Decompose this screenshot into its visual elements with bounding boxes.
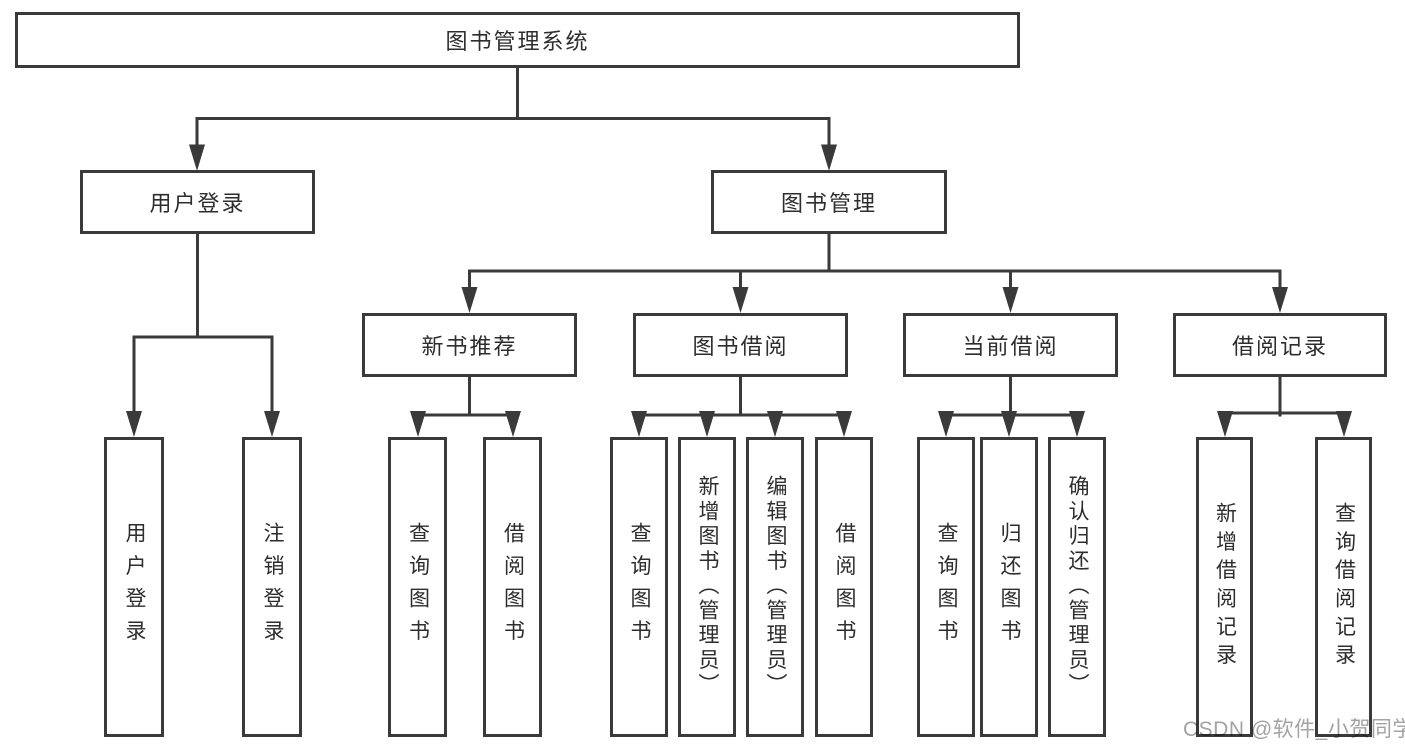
arrowheads (126, 144, 1352, 437)
leaf-query-books-borrow: 查询图书 (610, 437, 668, 737)
leaf-user-login: 用户登录 (104, 437, 164, 737)
node-borrow-records: 借阅记录 (1173, 313, 1387, 377)
leaf-return-book: 归还图书 (980, 437, 1038, 737)
connector-borrow-bus (637, 377, 846, 417)
watermark: CSDN @软件_小贺同学 (1183, 718, 1405, 741)
connector-records-bus (1223, 377, 1346, 417)
leaf-add-borrow-record: 新增借阅记录 (1196, 437, 1253, 737)
leaf-borrow-books-borrow: 借阅图书 (815, 437, 873, 737)
node-book-management: 图书管理 (711, 170, 947, 234)
node-library-management-system: 图书管理系统 (15, 12, 1020, 68)
connector-book-management-bus (468, 234, 1282, 290)
connector-current-bus (944, 377, 1079, 417)
connector-recommend-bus (416, 377, 515, 417)
node-user-login: 用户登录 (80, 170, 315, 234)
leaf-query-books-current: 查询图书 (917, 437, 975, 737)
leaf-logout: 注销登录 (242, 437, 302, 737)
connector-user-login-bus (132, 234, 274, 413)
leaf-query-books-recommend: 查询图书 (388, 437, 447, 737)
node-new-book-recommend: 新书推荐 (362, 313, 577, 377)
leaf-confirm-return-admin: 确认归还（管理员） (1048, 437, 1106, 737)
leaf-add-book-admin: 新增图书（管理员） (678, 437, 736, 737)
leaf-edit-book-admin: 编辑图书（管理员） (746, 437, 804, 737)
node-current-borrow: 当前借阅 (903, 313, 1118, 377)
leaf-query-borrow-record: 查询借阅记录 (1315, 437, 1372, 737)
leaf-borrow-books-recommend: 借阅图书 (483, 437, 542, 737)
node-book-borrow: 图书借阅 (633, 313, 848, 377)
connector-root-bus (195, 68, 831, 146)
